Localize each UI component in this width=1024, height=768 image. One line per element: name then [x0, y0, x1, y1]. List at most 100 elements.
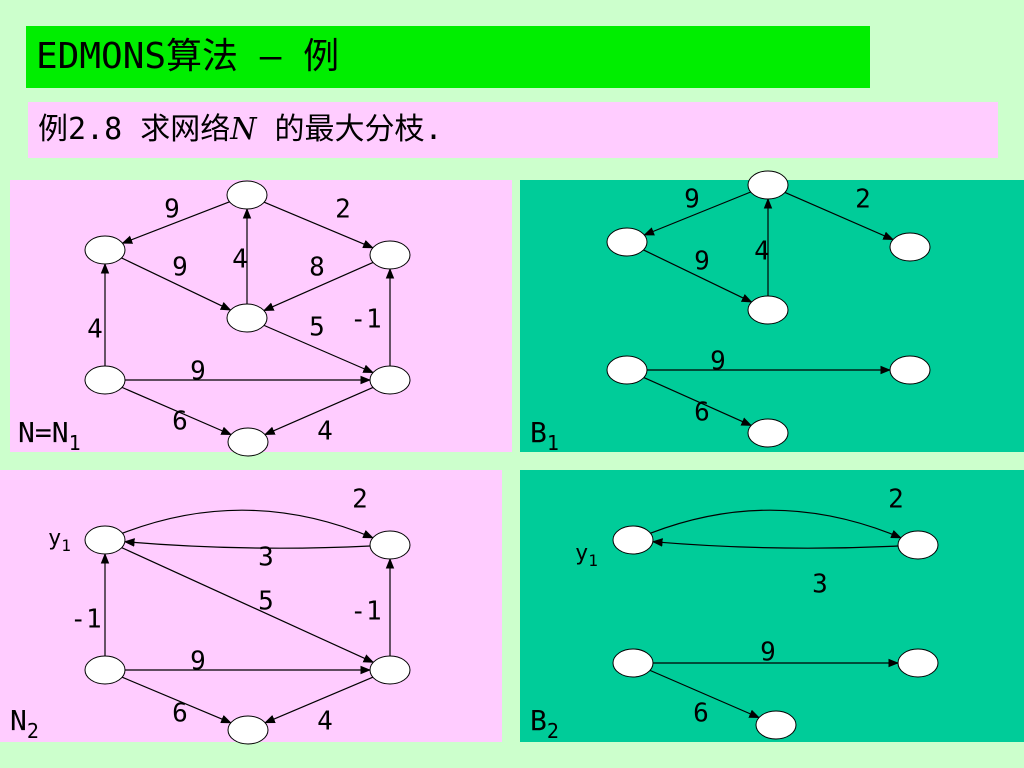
edge-N2-lr-bot [264, 676, 374, 724]
panel-label-subscript: 2 [547, 719, 559, 743]
node-N1-bot [227, 427, 269, 457]
edge-N1-ul-mid [121, 257, 232, 311]
edges-layer [100, 191, 902, 724]
edge-weight-N1-ll-bot: 6 [172, 407, 188, 437]
edge-weight-N2-lr-ur: -1 [350, 597, 381, 627]
edge-weight-B1-mid-top: 4 [754, 237, 770, 267]
node-B2-bot [755, 710, 797, 740]
panel-label-B1: B1 [530, 416, 559, 455]
edge-weight-N2-ll-bot: 6 [172, 699, 188, 729]
panel-label-subscript: 2 [27, 719, 39, 743]
panel-label-subscript: 1 [547, 431, 559, 455]
edge-B1-top-ul [643, 191, 751, 236]
node-B2-y1 [612, 525, 654, 555]
edge-N1-ur-mid [262, 261, 374, 312]
edge-N2-y1-lr [121, 547, 375, 663]
panel-label-main: N=N [18, 416, 69, 449]
node-B2-ur [897, 530, 939, 560]
edge-N2-y1-ur [122, 509, 374, 539]
edge-weight-N1-mid-lr: 5 [309, 313, 325, 343]
edge-B1-top-ur [784, 191, 895, 241]
node-N1-ur [369, 240, 411, 270]
contracted-node-label-B2: y1 [575, 541, 598, 570]
node-B1-ul [606, 227, 648, 257]
edge-weight-N1-top-ur: 2 [335, 195, 351, 225]
edge-B1-ll-bot [643, 376, 753, 427]
nodes-layer [84, 170, 939, 745]
panel-label-B2: B2 [530, 704, 559, 743]
edge-B2-ur-y1 [651, 538, 899, 549]
y-label-main: y [575, 541, 588, 566]
edge-weight-N2-ur-y1: 3 [258, 543, 274, 573]
node-B2-ll [612, 648, 654, 678]
edge-weight-N2-ll-y1: -1 [70, 605, 101, 635]
edge-N1-top-ur [263, 201, 374, 249]
panel-label-N1: N=N1 [18, 416, 81, 455]
edge-weight-N1-ll-lr: 9 [190, 357, 206, 387]
edge-weight-N1-top-ul: 9 [164, 195, 180, 225]
edge-weight-B2-ll-lr: 9 [760, 638, 776, 668]
edge-weight-N1-ll-ul: 4 [87, 315, 103, 345]
contracted-node-label-N2: y1 [48, 526, 71, 555]
edge-N2-ll-bot [121, 676, 232, 724]
edge-weight-N1-lr-bot: 4 [317, 417, 333, 447]
node-B1-lr [889, 355, 931, 385]
panel-label-subscript: 1 [69, 431, 81, 455]
node-N2-ll [84, 655, 126, 685]
panel-branching-b2 [520, 470, 1024, 742]
edge-N1-mid-lr [263, 324, 374, 374]
node-N2-ur [369, 530, 411, 560]
node-N1-mid [226, 303, 268, 333]
edge-weight-B1-ul-mid: 9 [694, 247, 710, 277]
edge-weight-N2-y1-ur: 2 [352, 485, 368, 515]
panel-label-main: B [530, 704, 547, 737]
edge-N1-ll-bot [121, 386, 232, 436]
edge-B1-ul-mid [643, 249, 753, 303]
edge-weight-B2-ur-y1: 3 [812, 570, 828, 600]
node-N1-top [226, 180, 268, 210]
edge-B2-y1-ur [650, 509, 902, 539]
node-N1-ul [84, 235, 126, 265]
node-N2-lr [369, 655, 411, 685]
edge-B2-ll-bot [649, 669, 760, 719]
problem-suffix: 的最大分枝. [256, 112, 443, 147]
problem-prefix: 例2.8 求网络 [38, 112, 231, 147]
slide-title: EDMONS算法 – 例 [26, 26, 870, 88]
y-label-subscript: 1 [61, 536, 71, 555]
node-B1-bot [747, 418, 789, 448]
node-N2-y1 [84, 525, 126, 555]
node-N1-lr [369, 365, 411, 395]
edge-weight-N2-lr-bot: 4 [317, 707, 333, 737]
edge-weight-B2-y1-ur: 2 [888, 485, 904, 515]
edge-weight-N1-mid-top: 4 [232, 245, 248, 275]
y-label-subscript: 1 [588, 551, 598, 570]
edge-weight-B1-top-ur: 2 [855, 185, 871, 215]
network-symbol: N [230, 112, 257, 147]
edge-weight-N2-y1-lr: 5 [258, 587, 274, 617]
node-B1-top [747, 170, 789, 200]
node-N2-bot [227, 715, 269, 745]
edge-weight-B1-ll-bot: 6 [694, 398, 710, 428]
problem-statement: 例2.8 求网络N 的最大分枝. [28, 102, 998, 158]
edge-weight-B2-ll-bot: 6 [693, 699, 709, 729]
edge-weight-N1-ul-mid: 9 [172, 253, 188, 283]
node-B1-ur [889, 232, 931, 262]
edge-weight-N1-ur-mid: 8 [309, 253, 325, 283]
edge-N2-ur-y1 [123, 538, 371, 549]
panel-label-main: B [530, 416, 547, 449]
node-B1-ll [606, 355, 648, 385]
node-N1-ll [84, 365, 126, 395]
edge-N1-lr-bot [263, 386, 374, 436]
edge-weight-N2-ll-lr: 9 [190, 647, 206, 677]
panel-label-main: N [10, 704, 27, 737]
edge-weight-N1-lr-ur: -1 [350, 305, 381, 335]
edge-weight-B1-top-ul: 9 [684, 185, 700, 215]
node-B2-lr [897, 648, 939, 678]
node-B1-mid [747, 295, 789, 325]
edge-N1-top-ul [121, 201, 230, 244]
panel-label-N2: N2 [10, 704, 39, 743]
y-label-main: y [48, 526, 61, 551]
edge-weight-B1-ll-lr: 9 [710, 347, 726, 377]
